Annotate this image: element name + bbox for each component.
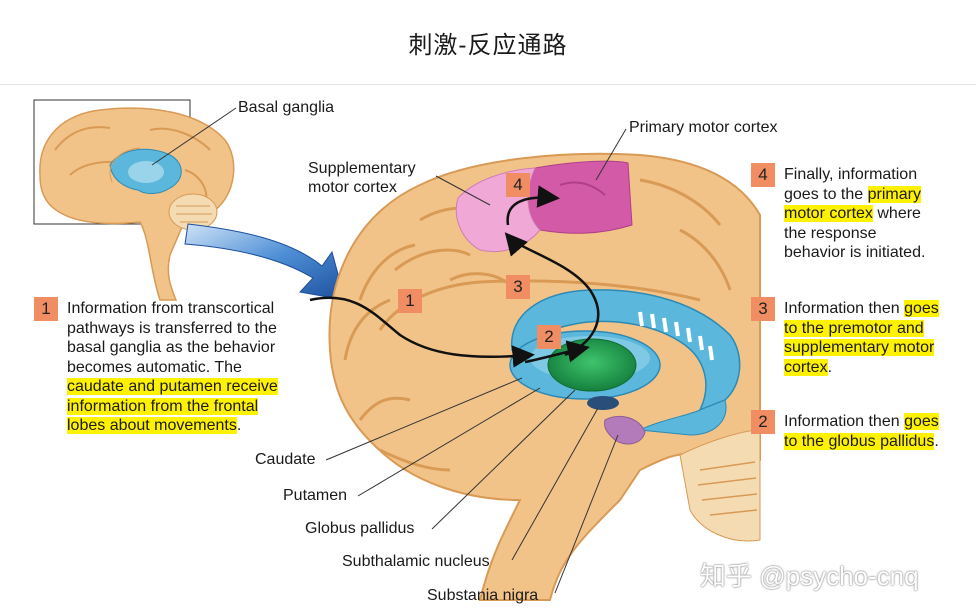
zoom-arrow (184, 223, 346, 301)
step-1-line-1: Information from transcortical (67, 300, 275, 317)
step-1-line-3: basal ganglia as the behavior (67, 339, 276, 356)
label-supplementary-line1: Supplementary (308, 160, 416, 177)
step-3-badge: 3 (751, 297, 775, 321)
substantia-nigra-region (604, 416, 646, 445)
label-supplementary-line2: motor cortex (308, 179, 397, 196)
label-subthalamic-nucleus: Subthalamic nucleus (342, 553, 490, 570)
pathway-arrow-4 (506, 185, 560, 226)
step-4-badge: 4 (751, 163, 775, 187)
caudate-region (510, 289, 741, 412)
diagram-step-2-badge: 2 (537, 325, 561, 349)
step-4-line-2: goes to the primary (784, 185, 921, 203)
leader-lines (151, 107, 627, 594)
pathway-arrow-1 (309, 296, 535, 368)
globus-pallidus-region (547, 338, 637, 392)
subthalamic-nucleus-region (587, 396, 619, 410)
step-3-line-3: supplementary motor (784, 339, 935, 356)
step-1-line-2: pathways is transferred to the (67, 319, 277, 337)
step-1-badge: 1 (34, 297, 58, 321)
label-globus-pallidus: Globus pallidus (305, 520, 415, 537)
step-1-line-6: information from the frontal (67, 397, 259, 415)
step-1-line-4: becomes automatic. The (67, 358, 242, 376)
label-basal-ganglia: Basal ganglia (238, 99, 335, 116)
inset-brain (33, 99, 235, 301)
step-1-description: Information from transcortical pathways … (67, 299, 278, 436)
step-4-description: Finally, information goes to the primary… (784, 165, 925, 263)
step-4-line-5: behavior is initiated. (784, 244, 926, 261)
pathway-arrow-3 (504, 232, 600, 357)
step-1-line-5: caudate and putamen receive (67, 378, 278, 395)
step-3-description: Information then goes to the premotor an… (784, 299, 939, 377)
step-3-line-4: cortex. (784, 358, 833, 376)
step-2-line-1: Information then goes (784, 413, 939, 430)
pathway-arrow-2 (524, 340, 590, 364)
large-brain (328, 152, 761, 601)
label-caudate: Caudate (255, 451, 316, 468)
step-1-line-7: lobes about movements. (67, 417, 242, 434)
diagram-step-4-badge: 4 (506, 173, 530, 197)
diagram-step-3-badge: 3 (506, 275, 530, 299)
label-putamen: Putamen (283, 487, 348, 504)
watermark: 知乎 @psycho-cnq (700, 561, 919, 591)
step-2-badge: 2 (751, 410, 775, 434)
label-primary-motor-cortex: Primary motor cortex (629, 119, 778, 136)
step-2-description: Information then goes to the globus pall… (784, 412, 939, 451)
label-substantia-nigra: Substania nigra (427, 587, 539, 604)
step-4-line-1: Finally, information (784, 166, 918, 183)
step-4-line-4: the response (784, 224, 877, 242)
diagram-step-1-badge: 1 (398, 289, 422, 313)
step-4-line-3: motor cortex where (784, 205, 921, 222)
step-2-line-2: to the globus pallidus. (784, 432, 939, 450)
step-3-line-2: to the premotor and (784, 319, 924, 337)
page-title: 刺激-反应通路 (0, 0, 976, 85)
step-3-line-1: Information then goes (784, 300, 939, 317)
